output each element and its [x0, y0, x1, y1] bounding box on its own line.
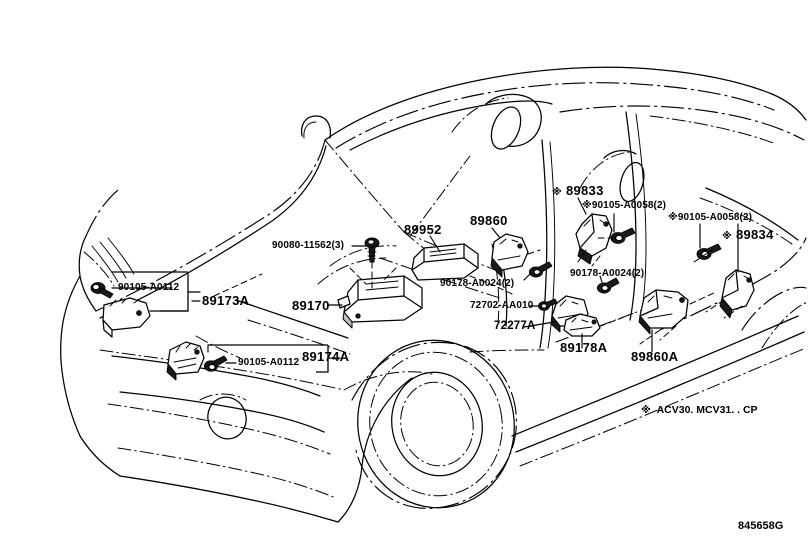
label-90080-11562: 90080-11562(3) — [272, 240, 345, 251]
sheet-code: 845658G — [738, 520, 784, 532]
part-90105-a0058-bolt-c-pillar — [696, 243, 722, 260]
label-72702-aa010: 72702-AA010 — [470, 300, 534, 311]
label-89833-text: 89833 — [565, 183, 604, 198]
part-89833-sensor — [575, 213, 613, 265]
part-89860-sensor — [490, 233, 529, 278]
legend-asterisk-icon: ※ — [641, 405, 651, 416]
part-89860a-sensor — [638, 289, 689, 335]
part-90105-a0058-bolt-b-pillar — [610, 227, 636, 244]
part-90105-a0112-bolt-lower — [203, 355, 228, 372]
part-90178-a0024-bolt-rear — [596, 277, 620, 294]
asterisk-marker-icon-2: ※ — [582, 200, 592, 211]
part-90178-a0024-bolt-center — [528, 261, 553, 278]
part-89178a-clip — [563, 313, 601, 337]
label-89860a: 89860A — [631, 349, 679, 364]
label-90105-a0058-c-pillar: ※90105-A0058(2) — [668, 212, 752, 223]
label-89834-text: 89834 — [735, 227, 774, 242]
label-89173a: 89173A — [202, 293, 250, 308]
part-90080-11562-bolt — [364, 237, 380, 263]
label-72277a: 72277A — [494, 320, 536, 332]
asterisk-marker-icon-3: ※ — [668, 212, 678, 223]
part-72702-aa010-clip — [538, 298, 558, 311]
part-89834-sensor — [719, 269, 755, 319]
label-89834: ※ 89834 — [722, 227, 774, 242]
label-90105-a0112-upper: 90105-A0112 — [118, 282, 180, 293]
label-90178-a0024-rear: 90178-A0024(2) — [570, 268, 645, 279]
part-89170-airbag-ecu — [337, 275, 423, 329]
label-90105-a0058-c-text: 90105-A0058(2) — [677, 212, 753, 223]
asterisk-marker-icon-4: ※ — [722, 231, 733, 242]
label-89178a: 89178A — [560, 340, 608, 355]
label-90105-a0058-b-text: 90105-A0058(2) — [591, 200, 667, 211]
label-89174a: 89174A — [302, 349, 350, 364]
label-89833: ※ 89833 — [552, 183, 604, 198]
part-90105-a0112-bolt-upper — [90, 282, 114, 299]
label-90105-a0058-b-pillar: ※90105-A0058(2) — [582, 200, 666, 211]
asterisk-marker-icon: ※ — [552, 187, 563, 198]
label-90178-a0024-center: 90178-A0024(2) — [440, 278, 515, 289]
label-89170: 89170 — [292, 298, 330, 313]
legend-text: ACV30. MCV31. . CP — [656, 404, 758, 416]
legend-note: ※ ACV30. MCV31. . CP — [641, 404, 758, 416]
part-89952-module — [411, 243, 479, 281]
label-89952: 89952 — [404, 222, 442, 237]
label-89860: 89860 — [470, 213, 508, 228]
part-89174a-sensor — [166, 341, 205, 381]
label-90105-a0112-lower: 90105-A0112 — [238, 357, 300, 368]
part-89173a-sensor — [102, 297, 151, 338]
